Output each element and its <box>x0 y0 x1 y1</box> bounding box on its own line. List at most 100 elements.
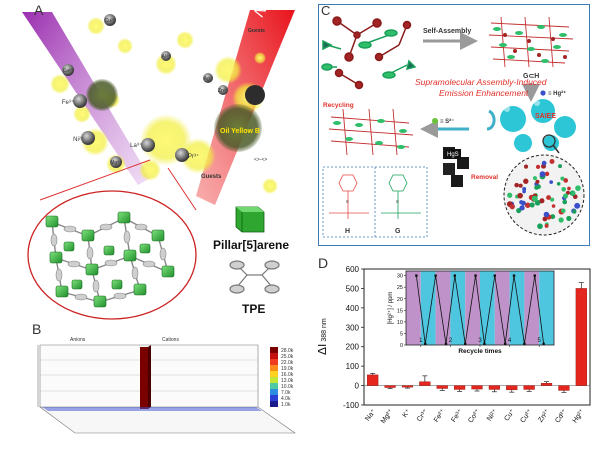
sphere-dot <box>534 199 541 206</box>
panel-c: Self-Assembly <box>318 3 590 246</box>
sphere-dot <box>509 203 515 210</box>
sphere-dot <box>572 209 577 214</box>
panel-b-3d-chart: Anions Cations 28.0k25.0k22.0k19.0k16.0k… <box>37 337 296 434</box>
sphere-dot <box>533 176 538 181</box>
svg-text:Pr³⁺: Pr³⁺ <box>188 153 199 160</box>
guests-top-label: Guests <box>248 28 265 34</box>
inset-x-tick-label: 5 <box>538 338 542 344</box>
hg-bar <box>140 347 148 409</box>
ion-spheres: Cu²⁺ Ca²⁺ Fe³⁺ Ni²⁺ Mg²⁺ La³⁺ Pr³⁺ Al³⁺ … <box>62 14 228 168</box>
inset-point <box>533 274 536 277</box>
sphere-dot <box>534 185 539 190</box>
bar <box>436 385 448 389</box>
saiee-title-line2: Emission Enhancement <box>439 88 529 98</box>
g-label: G <box>395 228 401 235</box>
sphere-dot <box>522 189 526 194</box>
sphere-dot <box>523 178 529 184</box>
guest-molecule: <>-<> <box>254 157 267 163</box>
x-tick-label: Zn²⁺ <box>537 408 551 424</box>
colorbar-swatch <box>270 347 278 353</box>
inset-band <box>539 271 554 345</box>
inset-point <box>503 342 507 346</box>
inset-y-tick-label: 5 <box>400 331 403 337</box>
colorbar-swatch <box>270 395 278 401</box>
sphere-dot <box>567 186 571 191</box>
hgs-label: HgS <box>447 152 459 158</box>
panel-a: UV NIR Cu²⁺ <box>0 0 310 325</box>
sphere-dot <box>549 180 554 184</box>
bar <box>506 385 518 391</box>
colorbar-swatch <box>270 389 278 395</box>
cations-label: Cations <box>162 337 179 343</box>
main-bars <box>367 282 587 393</box>
bar <box>454 385 466 390</box>
svg-text:Ni²⁺: Ni²⁺ <box>73 136 84 143</box>
legend-tpe-label: TPE <box>242 302 265 316</box>
anions-label: Anions <box>70 337 86 343</box>
svg-text:Ag⁺: Ag⁺ <box>204 76 213 82</box>
recycled-network <box>328 108 414 156</box>
sphere-dot <box>543 211 550 218</box>
inset-y-tick-label: 25 <box>397 285 403 291</box>
sphere-dot <box>541 160 547 166</box>
magnifier-icon <box>542 134 556 148</box>
zoom-line <box>39 159 151 201</box>
inset-y-tick-label: 20 <box>397 297 403 303</box>
sphere-dot <box>563 178 569 183</box>
inset-point <box>523 342 526 346</box>
inset-x-tick-label: 2 <box>449 338 453 344</box>
colorbar-tick: 28.0k <box>281 348 294 354</box>
inset-band <box>435 271 451 345</box>
panel-a-illustration: UV NIR Cu²⁺ <box>11 0 295 320</box>
inset-point <box>474 274 477 277</box>
y-tick-label: 0 <box>355 382 360 391</box>
inset-line <box>415 275 545 344</box>
inset-point <box>483 342 486 346</box>
sphere-dot <box>544 223 549 228</box>
x-tick-label: K⁺ <box>402 408 413 419</box>
host-molecules <box>321 16 417 90</box>
colorbar-tick: 19.0k <box>281 366 294 372</box>
inset-band <box>524 271 540 345</box>
bar <box>401 385 414 388</box>
sphere-dot <box>518 183 523 188</box>
h-structure <box>329 174 369 219</box>
guests-label: Guests <box>201 174 222 180</box>
inset-point <box>453 274 457 277</box>
bar <box>419 381 431 386</box>
sphere-dot <box>556 181 561 186</box>
assembly-network <box>45 211 175 308</box>
bar <box>558 385 570 391</box>
colorbar-swatch <box>270 359 278 365</box>
y-tick-label: 400 <box>346 304 360 313</box>
s2-ion-icon <box>432 118 438 124</box>
bar <box>488 385 500 390</box>
sphere-dot <box>558 217 564 223</box>
sphere-dot <box>550 214 556 220</box>
panel-c-label: C <box>321 3 331 18</box>
sphere-dot <box>560 176 565 181</box>
inset-point <box>424 342 427 346</box>
x-tick-label: Ni²⁺ <box>486 408 499 423</box>
sphere-dot <box>575 185 581 191</box>
sphere-dot <box>542 216 548 222</box>
inset-x-tick-label: 4 <box>508 338 512 344</box>
x-tick-label: Cr³⁺ <box>416 408 430 423</box>
g-eq: ≡ <box>396 199 399 205</box>
bar <box>575 288 587 386</box>
y-tick-label: -100 <box>343 401 360 410</box>
svg-text:Cu²⁺: Cu²⁺ <box>105 18 116 24</box>
inset-band <box>494 271 510 345</box>
inset-band <box>420 271 436 345</box>
y-tick-label: 100 <box>346 362 360 371</box>
bar <box>540 383 553 386</box>
sphere-dot <box>531 195 538 202</box>
svg-text:La³⁺: La³⁺ <box>130 142 142 149</box>
colorbar-tick: 4.0k <box>281 396 291 402</box>
x-tick-label: Cu⁺ <box>503 408 516 423</box>
sphere-dot <box>519 205 525 211</box>
sphere-dot <box>524 202 531 208</box>
panel-a-label: A <box>34 2 44 18</box>
colorbar-swatch <box>270 371 278 377</box>
sphere-dot <box>549 159 555 164</box>
